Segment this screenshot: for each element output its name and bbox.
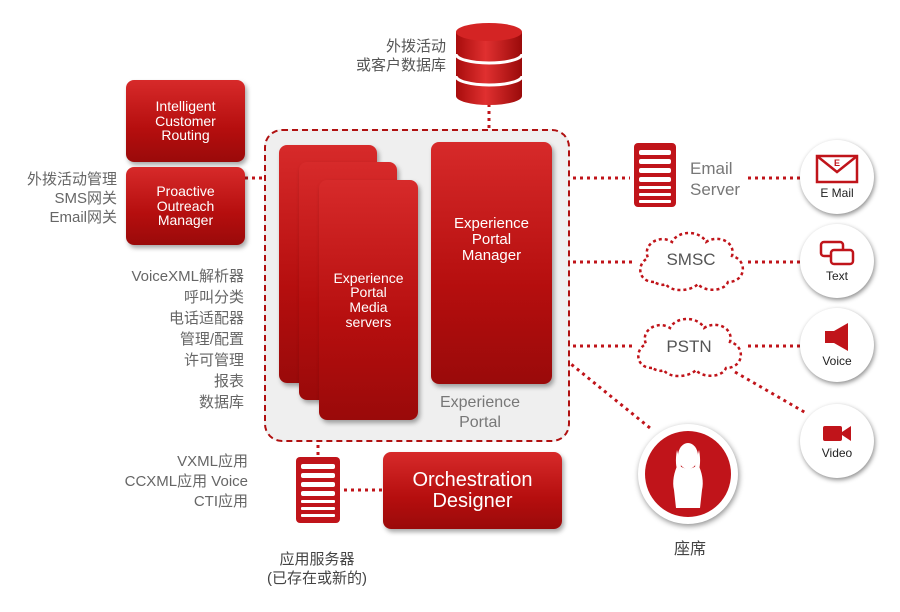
media-servers-label: Experience Portal Media servers [333, 269, 404, 330]
video-channel-label: Video [821, 446, 853, 460]
apps-label: VXML应用 CCXML应用 Voice CTI应用 [124, 453, 248, 510]
portal-manager-label: Experience Portal Manager [453, 215, 530, 264]
database-icon [454, 22, 524, 106]
database-label: 外拨活动 或客户数据库 [355, 38, 446, 74]
pom-label: Proactive Outreach Manager [156, 182, 215, 229]
orchestration-designer-label: Orchestration Designer [412, 468, 533, 512]
features-label: VoiceXML解析器 呼叫分类 电话适配器 管理/配置 许可管理 报表 数据库 [131, 268, 244, 411]
app-server-label: 应用服务器 (已存在或新的) [267, 551, 367, 587]
text-channel-label: Text [825, 269, 848, 283]
chat-icon [819, 240, 855, 266]
email-channel: E E Mail [800, 140, 874, 214]
icr-label: Intelligent Customer Routing [155, 97, 216, 144]
smsc-cloud-icon: SMSC [632, 226, 750, 296]
pstn-label: PSTN [666, 337, 712, 356]
video-camera-icon [823, 426, 851, 441]
email-server-label: Email Server [690, 159, 741, 200]
portal-manager-box: Experience Portal Manager [431, 142, 552, 384]
agent-label: 座席 [673, 541, 706, 558]
media-servers-box: Experience Portal Media servers [319, 180, 418, 420]
email-channel-label: E Mail [820, 186, 854, 200]
video-channel: Video [800, 404, 874, 478]
server-icon [633, 142, 679, 212]
icr-box: Intelligent Customer Routing [126, 80, 245, 162]
text-channel: Text [800, 224, 874, 298]
agent-silhouette-icon [638, 424, 738, 524]
orchestration-designer-box: Orchestration Designer [383, 452, 562, 529]
pstn-cloud-icon: PSTN [630, 312, 748, 382]
portal-caption: Experience Portal [439, 394, 521, 431]
speaker-icon [825, 323, 848, 351]
voice-channel: Voice [800, 308, 874, 382]
smsc-label: SMSC [666, 250, 716, 269]
envelope-icon: E [815, 154, 859, 184]
pom-side-label: 外拨活动管理 SMS网关 Email网关 [26, 171, 117, 226]
svg-text:E: E [834, 158, 840, 168]
app-server-icon [295, 456, 343, 528]
pom-box: Proactive Outreach Manager [126, 167, 245, 245]
voice-channel-label: Voice [822, 354, 852, 368]
